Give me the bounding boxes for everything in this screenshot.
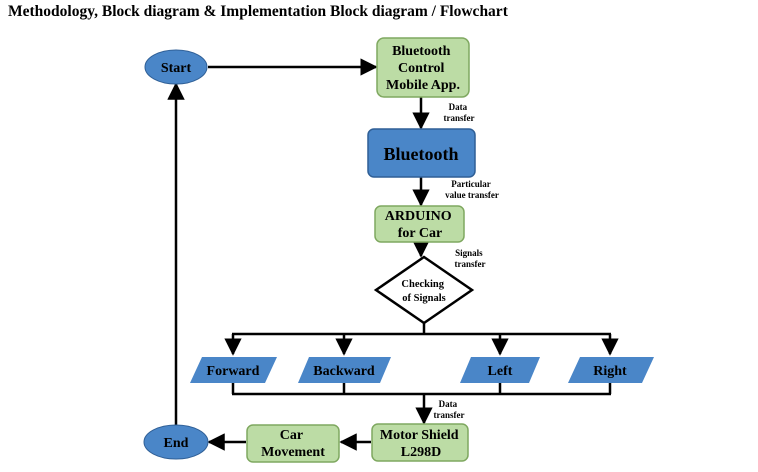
- end-label: End: [164, 436, 189, 451]
- motor-label: Motor Shield L298D: [380, 428, 462, 460]
- start-label: Start: [161, 61, 192, 76]
- page-title: Methodology, Block diagram & Implementat…: [8, 3, 508, 20]
- arduino-label-line-2: for Car: [398, 226, 442, 241]
- checking-node: [373, 255, 475, 325]
- checking-label: Checking of Signals: [401, 279, 446, 304]
- edge-label-data-transfer-1: Data transfer: [444, 102, 475, 123]
- car-label: Car Movement: [261, 428, 325, 460]
- forward-label: Forward: [207, 364, 260, 379]
- app-label-line-3: Mobile App.: [386, 78, 460, 93]
- edge-label-particular: Particular value transfer: [445, 179, 499, 200]
- right-node: [568, 357, 654, 383]
- right-label: Right: [593, 364, 627, 379]
- arduino-label: ARDUINO for Car: [385, 209, 455, 241]
- left-label: Left: [488, 364, 513, 379]
- start-node: [144, 49, 208, 85]
- motor-node: [371, 423, 469, 462]
- backward-node: [298, 357, 391, 383]
- app-label-line-2: Control: [398, 61, 445, 76]
- app-label: Bluetooth Control Mobile App.: [386, 44, 460, 93]
- end-node: [143, 424, 209, 460]
- bluetooth-node: [367, 128, 476, 178]
- edge-label-signals: Signals transfer: [455, 248, 486, 269]
- car-node: [246, 424, 340, 463]
- checking-label-line-2: of Signals: [402, 293, 445, 304]
- car-label-line-1: Car: [280, 428, 303, 443]
- left-node: [460, 357, 540, 383]
- motor-label-line-2: L298D: [401, 445, 441, 460]
- arduino-label-line-1: ARDUINO: [385, 209, 452, 224]
- app-label-line-1: Bluetooth: [392, 44, 451, 59]
- car-label-line-2: Movement: [261, 445, 325, 460]
- edges: [167, 58, 619, 451]
- forward-node: [190, 357, 277, 383]
- motor-label-line-1: Motor Shield: [380, 428, 459, 443]
- edge-label-data-transfer-2: Data transfer: [434, 399, 465, 420]
- app-node: [376, 37, 470, 98]
- checking-label-line-1: Checking: [401, 279, 444, 290]
- bluetooth-label: Bluetooth: [383, 144, 458, 164]
- arduino-node: [374, 205, 465, 243]
- backward-label: Backward: [313, 364, 375, 379]
